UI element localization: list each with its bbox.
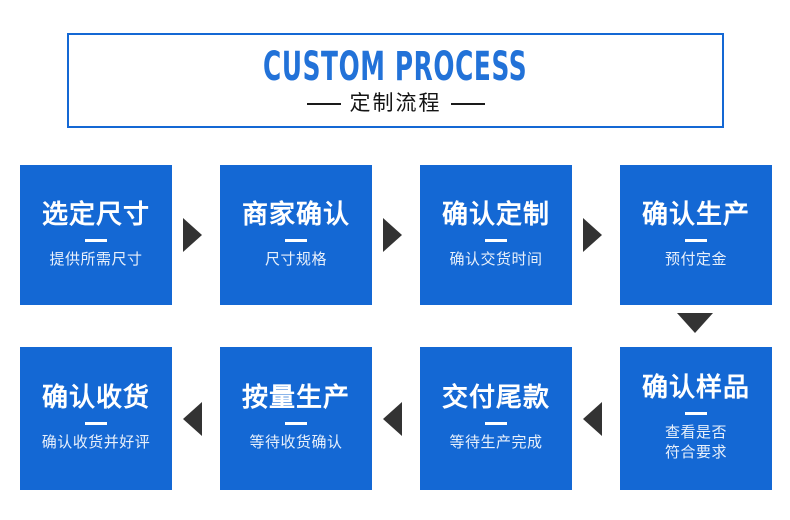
- step-divider-icon: [85, 238, 107, 242]
- arrow-right-icon: [383, 218, 402, 252]
- step-subtitle: 等待收货确认: [249, 434, 343, 452]
- step-subtitle: 提供所需尺寸: [49, 250, 143, 268]
- dash-left-icon: [306, 102, 341, 105]
- step-subtitle: 查看是否: [664, 424, 727, 442]
- step-subtitle: 确认收货并好评: [41, 434, 151, 452]
- step-box-confirm-custom[interactable]: 确认定制 确认交货时间: [420, 165, 572, 305]
- step-divider-icon: [285, 422, 307, 426]
- step-title: 按量生产: [241, 382, 350, 413]
- step-box-select-size[interactable]: 选定尺寸 提供所需尺寸: [20, 165, 172, 305]
- arrow-left-icon: [583, 402, 602, 436]
- step-box-confirm-receipt[interactable]: 确认收货 确认收货并好评: [20, 347, 172, 490]
- step-subtitle-line2: 符合要求: [664, 444, 727, 462]
- step-title: 确认样品: [641, 372, 750, 403]
- step-title: 确认生产: [641, 198, 750, 229]
- step-title: 选定尺寸: [41, 198, 150, 229]
- page-title-english: CUSTOM PROCESS: [263, 44, 528, 90]
- step-title: 确认收货: [41, 382, 150, 413]
- step-box-confirm-production[interactable]: 确认生产 预付定金: [620, 165, 772, 305]
- step-box-final-payment[interactable]: 交付尾款 等待生产完成: [420, 347, 572, 490]
- step-title: 确认定制: [441, 198, 550, 229]
- step-subtitle: 尺寸规格: [264, 250, 327, 268]
- step-title: 商家确认: [241, 198, 350, 229]
- step-subtitle: 确认交货时间: [449, 250, 543, 268]
- arrow-right-icon: [583, 218, 602, 252]
- step-box-merchant-confirm[interactable]: 商家确认 尺寸规格: [220, 165, 372, 305]
- step-title: 交付尾款: [441, 382, 550, 413]
- header-subtitle-row: 定制流程: [306, 92, 485, 115]
- page-title-chinese: 定制流程: [349, 92, 442, 115]
- step-divider-icon: [685, 238, 707, 242]
- dash-right-icon: [450, 102, 485, 105]
- step-box-confirm-sample[interactable]: 确认样品 查看是否 符合要求: [620, 347, 772, 490]
- arrow-right-icon: [183, 218, 202, 252]
- step-subtitle: 等待生产完成: [449, 434, 543, 452]
- step-box-bulk-production[interactable]: 按量生产 等待收货确认: [220, 347, 372, 490]
- step-divider-icon: [485, 238, 507, 242]
- arrow-down-icon: [677, 313, 713, 333]
- process-row-first: 选定尺寸 提供所需尺寸 商家确认 尺寸规格 确认定制 确认交货时间 确认生产 预…: [0, 165, 790, 305]
- step-divider-icon: [285, 238, 307, 242]
- arrow-left-icon: [383, 402, 402, 436]
- arrow-left-icon: [183, 402, 202, 436]
- step-divider-icon: [85, 422, 107, 426]
- step-divider-icon: [685, 412, 707, 416]
- process-row-second: 确认收货 确认收货并好评 按量生产 等待收货确认 交付尾款 等待生产完成 确认样…: [0, 347, 790, 490]
- header-banner: CUSTOM PROCESS 定制流程: [67, 33, 724, 128]
- step-subtitle: 预付定金: [664, 250, 727, 268]
- step-divider-icon: [485, 422, 507, 426]
